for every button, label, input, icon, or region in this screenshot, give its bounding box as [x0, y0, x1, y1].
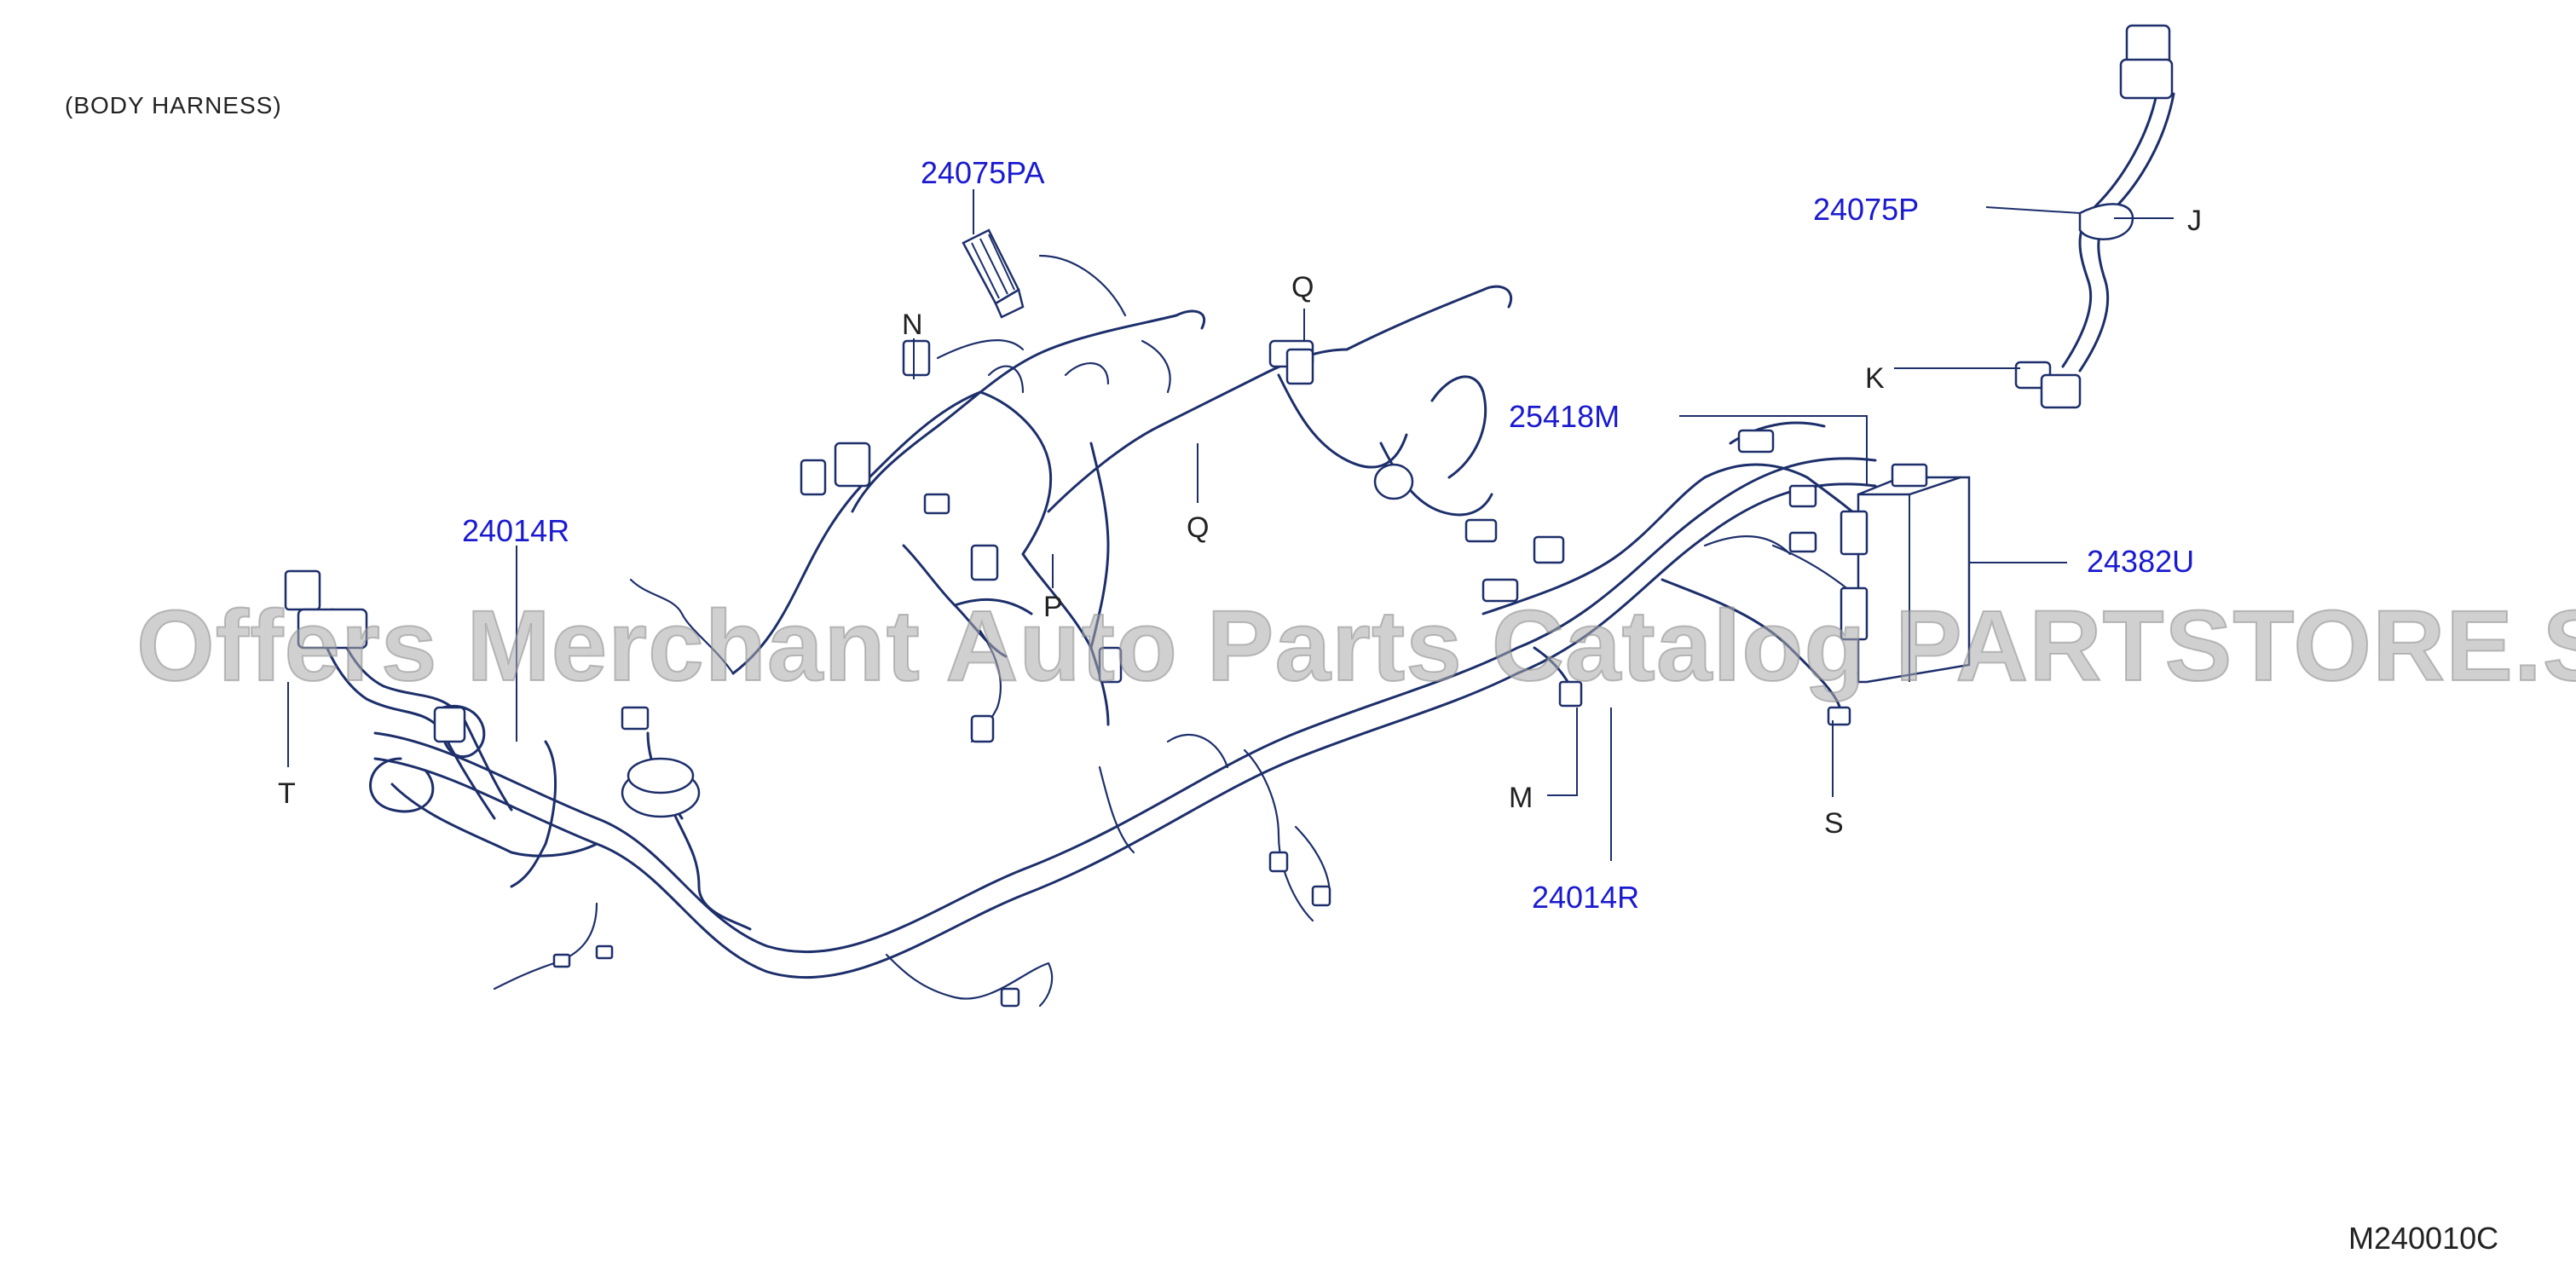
callout-Q-top: Q	[1291, 271, 1314, 303]
part-label-24075PA[interactable]: 24075PA	[921, 155, 1045, 190]
callout-Q-mid: Q	[1187, 511, 1210, 544]
main-trunk	[373, 457, 1877, 979]
part-label-24014R-right[interactable]: 24014R	[1532, 880, 1640, 915]
part-label-25418M[interactable]: 25418M	[1509, 399, 1620, 434]
leader-lines	[287, 189, 2174, 861]
watermark: Offers Merchant Auto Parts Catalog PARTS…	[136, 589, 2576, 703]
part-24382U-box	[1840, 463, 1971, 684]
part-24075P	[2014, 24, 2175, 409]
part-24075PA	[962, 228, 1025, 319]
part-label-24382U[interactable]: 24382U	[2087, 544, 2195, 579]
left-harness-cluster	[284, 569, 752, 991]
callout-J: J	[2187, 205, 2202, 237]
lower-center-drops	[885, 733, 1331, 1008]
center-harness-cluster	[731, 254, 1513, 743]
callout-N: N	[902, 309, 923, 341]
part-label-24075P[interactable]: 24075P	[1813, 192, 1920, 227]
callout-S: S	[1824, 807, 1844, 840]
diagram-code: M240010C	[2348, 1221, 2499, 1256]
part-label-24014R-left[interactable]: 24014R	[462, 513, 570, 548]
callout-P: P	[1043, 591, 1063, 623]
callout-M: M	[1509, 782, 1533, 814]
callout-K: K	[1865, 362, 1885, 395]
diagram-title: (BODY HARNESS)	[65, 92, 282, 118]
callout-T: T	[278, 777, 296, 810]
